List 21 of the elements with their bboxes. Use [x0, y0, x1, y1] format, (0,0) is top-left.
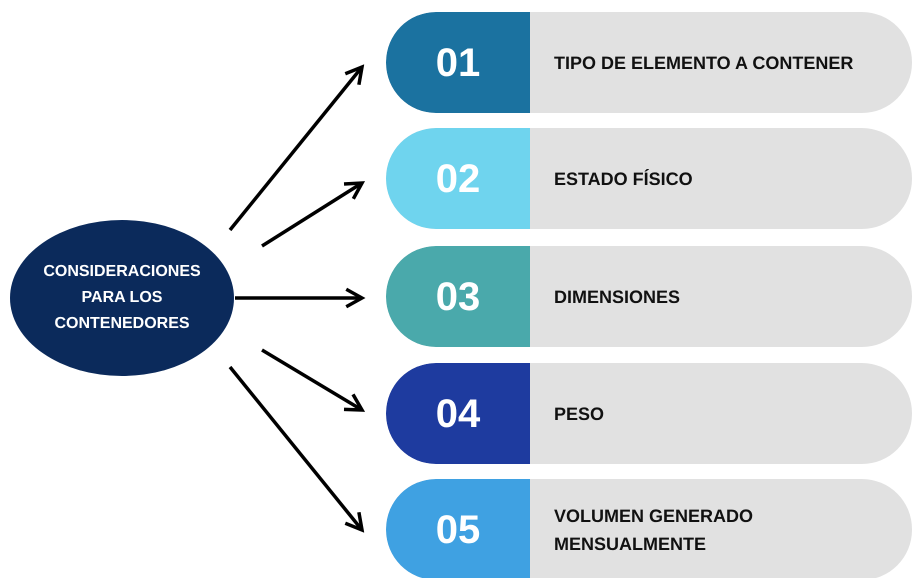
- arrow: [261, 181, 364, 248]
- step-pill: [386, 246, 912, 347]
- arrow: [228, 65, 364, 232]
- arrow: [261, 348, 364, 412]
- topic-title: CONSIDERACIONES PARA LOS CONTENEDORES: [42, 262, 202, 334]
- arrow: [235, 288, 364, 308]
- step-number: 05: [436, 506, 480, 554]
- step-number: 01: [436, 40, 480, 86]
- step-label: VOLUMEN GENERADO MENSUALMENTE: [554, 504, 754, 556]
- arrow: [228, 366, 364, 532]
- step-pill: [386, 12, 912, 113]
- step-number: 04: [436, 390, 480, 438]
- step-pill: [386, 479, 912, 578]
- step-label: ESTADO FÍSICO: [554, 168, 693, 190]
- step-label: TIPO DE ELEMENTO A CONTENER: [554, 52, 854, 74]
- step-pill: [386, 363, 912, 464]
- step-label: DIMENSIONES: [554, 286, 680, 308]
- step-number: 02: [436, 156, 480, 202]
- step-label: PESO: [554, 402, 604, 426]
- step-pill: [386, 128, 912, 229]
- step-number: 03: [436, 274, 480, 320]
